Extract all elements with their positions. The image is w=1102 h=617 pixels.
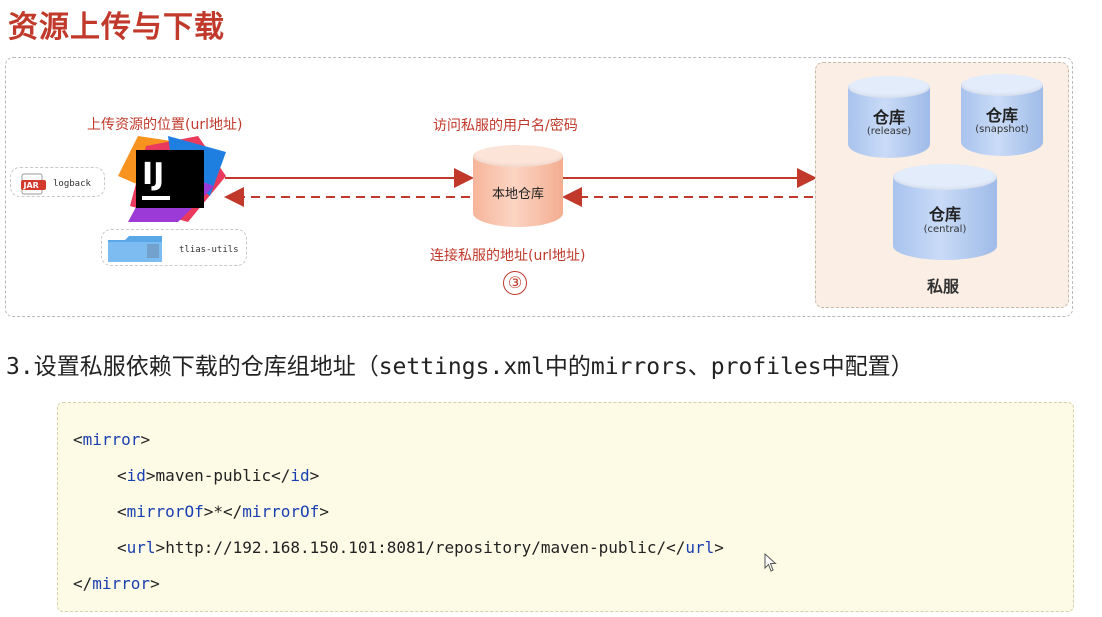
code-block (57, 402, 1074, 612)
artifact-name: logback (53, 179, 91, 189)
repo-name: 仓库 (872, 108, 905, 127)
code-line-id: <id>maven-public</id> (117, 466, 320, 485)
mouse-cursor-icon (764, 552, 778, 573)
repo-name: 仓库 (928, 205, 961, 224)
section-heading: 3.设置私服依赖下载的仓库组地址（settings.xml中的mirrors、p… (6, 354, 914, 380)
code-line-mirror-open: <mirror> (73, 430, 151, 449)
ij-logo-text: IJ (142, 157, 164, 192)
artifact-tlias-utils: tlias-utils (101, 229, 247, 266)
credentials-label: 访问私服的用户名/密码 (433, 118, 578, 134)
folder-icon (107, 236, 163, 262)
private-server-label: 私服 (926, 277, 959, 296)
artifact-name: tlias-utils (179, 245, 239, 255)
local-repository-label: 本地仓库 (491, 187, 544, 202)
diagram-frame (5, 57, 1073, 317)
code-line-mirrorof: <mirrorOf>*</mirrorOf> (117, 502, 329, 521)
step-number-badge: ③ (503, 271, 527, 295)
repo-type: (snapshot) (975, 124, 1029, 135)
connect-url-label: 连接私服的地址(url地址) (430, 248, 586, 264)
intellij-logo-icon: IJ (118, 136, 226, 222)
artifact-logback: JAR logback (10, 167, 105, 197)
upload-location-label: 上传资源的位置(url地址) (87, 117, 243, 133)
jar-icon: JAR (21, 173, 47, 195)
repo-snapshot: 仓库 (snapshot) (961, 74, 1043, 156)
repo-type: (release) (866, 126, 912, 137)
code-line-mirror-close: </mirror> (73, 574, 160, 593)
svg-text:JAR: JAR (23, 181, 39, 190)
repo-name: 仓库 (985, 106, 1018, 125)
local-repository: 本地仓库 (473, 145, 563, 227)
page-title: 资源上传与下载 (8, 10, 225, 45)
repo-type: (central) (923, 224, 967, 235)
repo-release: 仓库 (release) (848, 76, 930, 158)
code-line-url: <url>http://192.168.150.101:8081/reposit… (117, 538, 724, 557)
repo-central: 仓库 (central) (893, 164, 997, 260)
